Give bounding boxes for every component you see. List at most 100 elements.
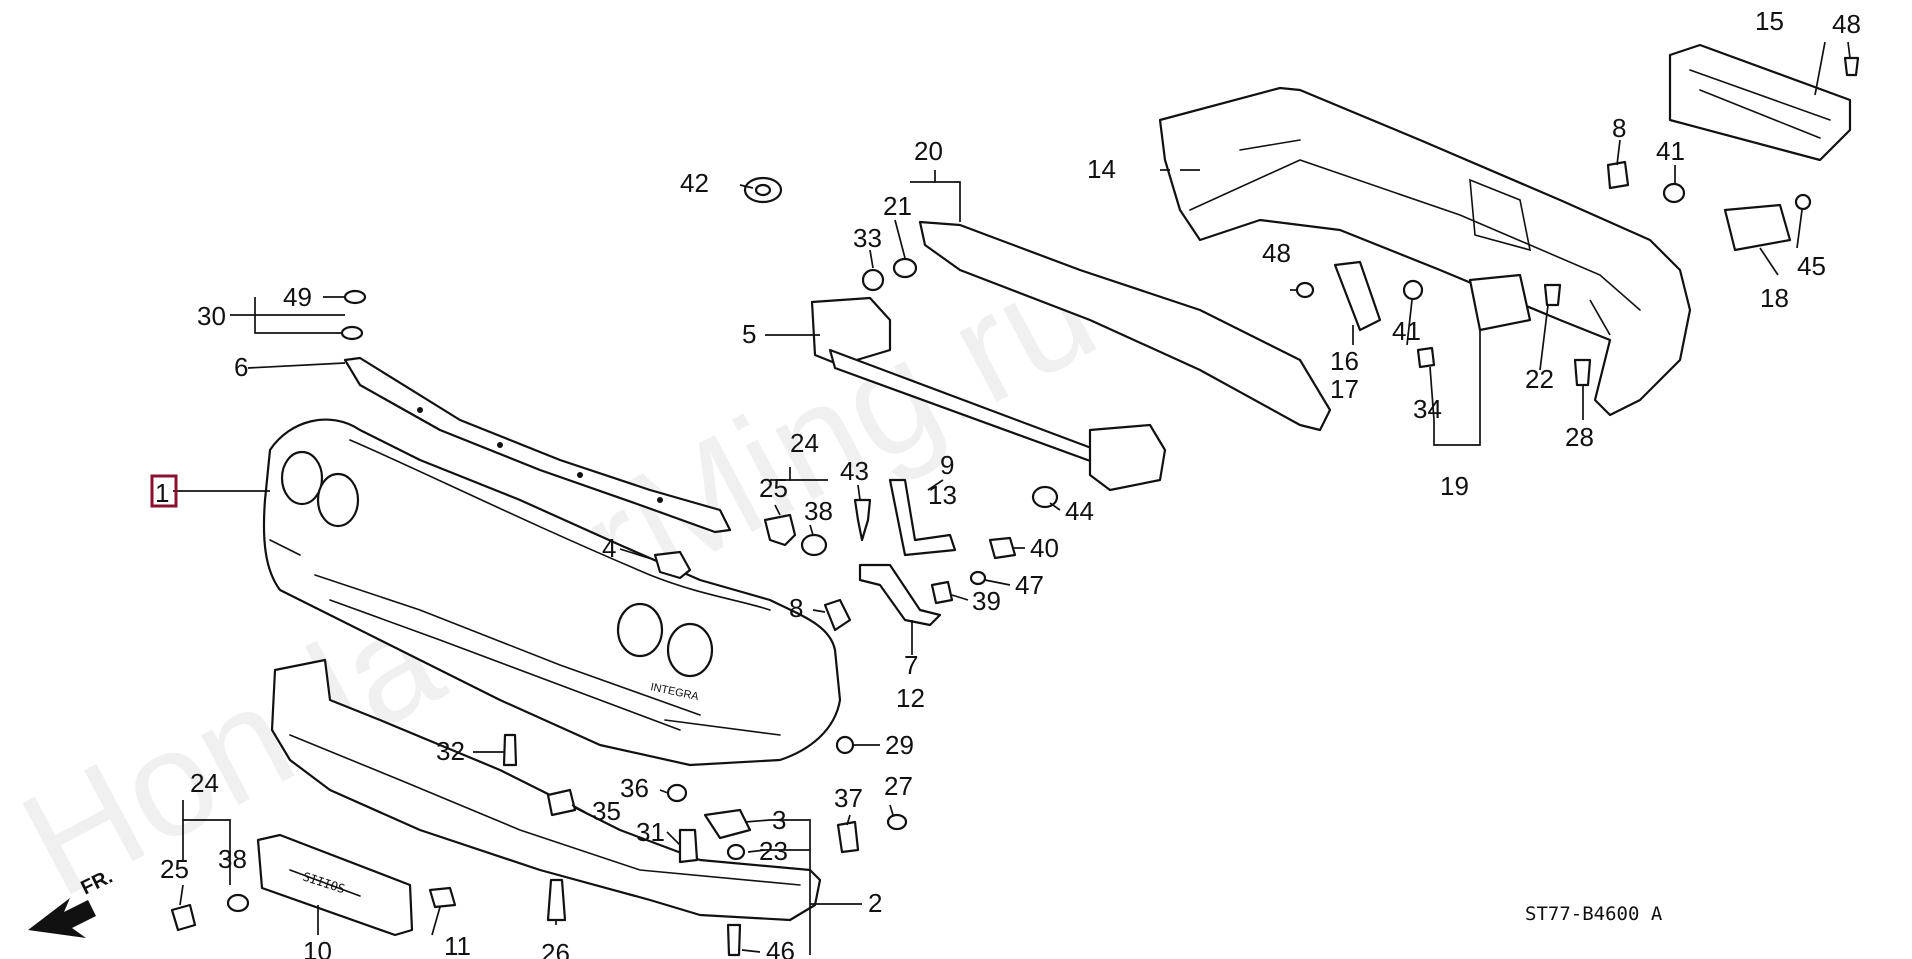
part-35-clip[interactable] [546, 788, 577, 817]
part-38-grommet[interactable] [800, 533, 828, 557]
callout-11[interactable]: 11 [444, 931, 471, 959]
part-47-clip[interactable] [969, 570, 987, 586]
callout-48-mid[interactable]: 48 [1262, 238, 1291, 268]
callout-30[interactable]: 30 [197, 301, 226, 331]
callout-49[interactable]: 49 [283, 282, 312, 312]
callout-39[interactable]: 39 [972, 586, 1001, 616]
callout-47[interactable]: 47 [1015, 570, 1044, 600]
callout-19[interactable]: 19 [1440, 471, 1469, 501]
part-48-screw-mid[interactable] [1295, 281, 1315, 299]
part-8-clip-front[interactable] [823, 598, 852, 632]
callout-41-mid[interactable]: 41 [1392, 316, 1421, 346]
part-7-bracket[interactable] [858, 563, 942, 627]
callout-7[interactable]: 7 [904, 650, 918, 680]
part-39-nut[interactable] [930, 580, 954, 605]
part-41-clip-rear[interactable] [1662, 182, 1686, 204]
callout-24-front[interactable]: 24 [790, 428, 819, 458]
part-29-screw[interactable] [835, 735, 855, 755]
callout-48-top[interactable]: 48 [1832, 9, 1861, 39]
callout-9[interactable]: 9 [940, 450, 954, 480]
part-27-screw[interactable] [886, 813, 908, 831]
part-30-washer[interactable] [340, 325, 364, 341]
part-38-grommet-lower[interactable] [226, 893, 250, 913]
callout-17[interactable]: 17 [1330, 374, 1359, 404]
callout-32[interactable]: 32 [436, 736, 465, 766]
callout-5[interactable]: 5 [742, 319, 756, 349]
callout-33[interactable]: 33 [853, 223, 882, 253]
part-45-screw[interactable] [1794, 193, 1812, 211]
part-21-clip[interactable] [892, 257, 918, 279]
part-36-nut[interactable] [666, 783, 688, 803]
callout-2[interactable]: 2 [868, 888, 882, 918]
part-26-bolt[interactable] [546, 878, 567, 922]
part-5-bracket-right[interactable] [1088, 423, 1167, 492]
callout-44[interactable]: 44 [1065, 496, 1094, 526]
part-46-screw[interactable] [726, 923, 742, 957]
front-upper-retainer[interactable] [343, 356, 732, 534]
callout-27[interactable]: 27 [884, 771, 913, 801]
callout-12[interactable]: 12 [896, 683, 925, 713]
part-32-bolt[interactable] [502, 733, 518, 767]
part-33-nut[interactable] [861, 268, 885, 292]
part-43-bolt[interactable] [853, 498, 872, 542]
part-23-nut[interactable] [726, 843, 746, 861]
rear-bumper-face[interactable] [1158, 86, 1692, 417]
part-41-clip-mid[interactable] [1402, 279, 1424, 301]
callout-15[interactable]: 15 [1755, 6, 1784, 36]
callout-41-top[interactable]: 41 [1656, 136, 1685, 166]
part-9-bracket[interactable] [888, 478, 957, 557]
part-11-clip[interactable] [428, 886, 457, 909]
callout-46[interactable]: 46 [766, 936, 795, 959]
callout-42[interactable]: 42 [680, 168, 709, 198]
callout-13[interactable]: 13 [928, 480, 957, 510]
part-20-absorber[interactable] [918, 220, 1332, 432]
callout-43[interactable]: 43 [840, 456, 869, 486]
callout-40[interactable]: 40 [1030, 533, 1059, 563]
part-18-bracket[interactable] [1723, 203, 1792, 252]
callout-26[interactable]: 26 [541, 938, 570, 959]
callout-8-front[interactable]: 8 [789, 593, 803, 623]
part-25-bolt-lower[interactable] [170, 903, 197, 932]
callout-4[interactable]: 4 [602, 533, 616, 563]
callout-34[interactable]: 34 [1413, 394, 1442, 424]
part-4[interactable] [653, 550, 692, 580]
callout-6[interactable]: 6 [234, 352, 248, 382]
callout-14[interactable]: 14 [1087, 154, 1116, 184]
part-22-bolt[interactable] [1543, 283, 1562, 307]
callout-21[interactable]: 21 [883, 191, 912, 221]
part-40-clip[interactable] [988, 536, 1017, 560]
callout-38-front[interactable]: 38 [804, 496, 833, 526]
callout-36[interactable]: 36 [620, 773, 649, 803]
callout-37[interactable]: 37 [834, 783, 863, 813]
part-28-clip[interactable] [1573, 358, 1592, 387]
part-31-bolt[interactable] [678, 828, 699, 864]
callout-31[interactable]: 31 [636, 817, 665, 847]
part-16-bracket[interactable] [1333, 260, 1382, 332]
callout-25-lower[interactable]: 25 [160, 854, 189, 884]
part-44-bolt[interactable] [1031, 485, 1059, 509]
callout-38-lower[interactable]: 38 [218, 844, 247, 874]
rear-absorber-15[interactable] [1668, 43, 1852, 162]
callout-20[interactable]: 20 [914, 136, 943, 166]
part-25-bolt[interactable] [763, 513, 797, 547]
front-bumper-face[interactable]: INTEGRA [262, 418, 842, 767]
callout-29[interactable]: 29 [885, 730, 914, 760]
license-plate-bracket[interactable]: SIIIOS [256, 833, 414, 937]
part-3-bracket[interactable] [703, 808, 752, 840]
callout-25-front[interactable]: 25 [759, 473, 788, 503]
callout-24-lower[interactable]: 24 [190, 768, 219, 798]
part-49-clip[interactable] [343, 289, 367, 305]
callout-16[interactable]: 16 [1330, 346, 1359, 376]
callout-10[interactable]: 10 [303, 936, 332, 959]
callout-3[interactable]: 3 [772, 805, 786, 835]
part-19-bracket[interactable] [1468, 273, 1532, 332]
callout-23[interactable]: 23 [759, 836, 788, 866]
callout-18[interactable]: 18 [1760, 283, 1789, 313]
callout-28[interactable]: 28 [1565, 422, 1594, 452]
part-34-clip[interactable] [1416, 346, 1436, 369]
callout-45[interactable]: 45 [1797, 251, 1826, 281]
callout-1[interactable]: 1 [155, 478, 169, 508]
callout-8-rear[interactable]: 8 [1612, 113, 1626, 143]
part-48-screw-top[interactable] [1843, 56, 1860, 77]
callout-22[interactable]: 22 [1525, 364, 1554, 394]
